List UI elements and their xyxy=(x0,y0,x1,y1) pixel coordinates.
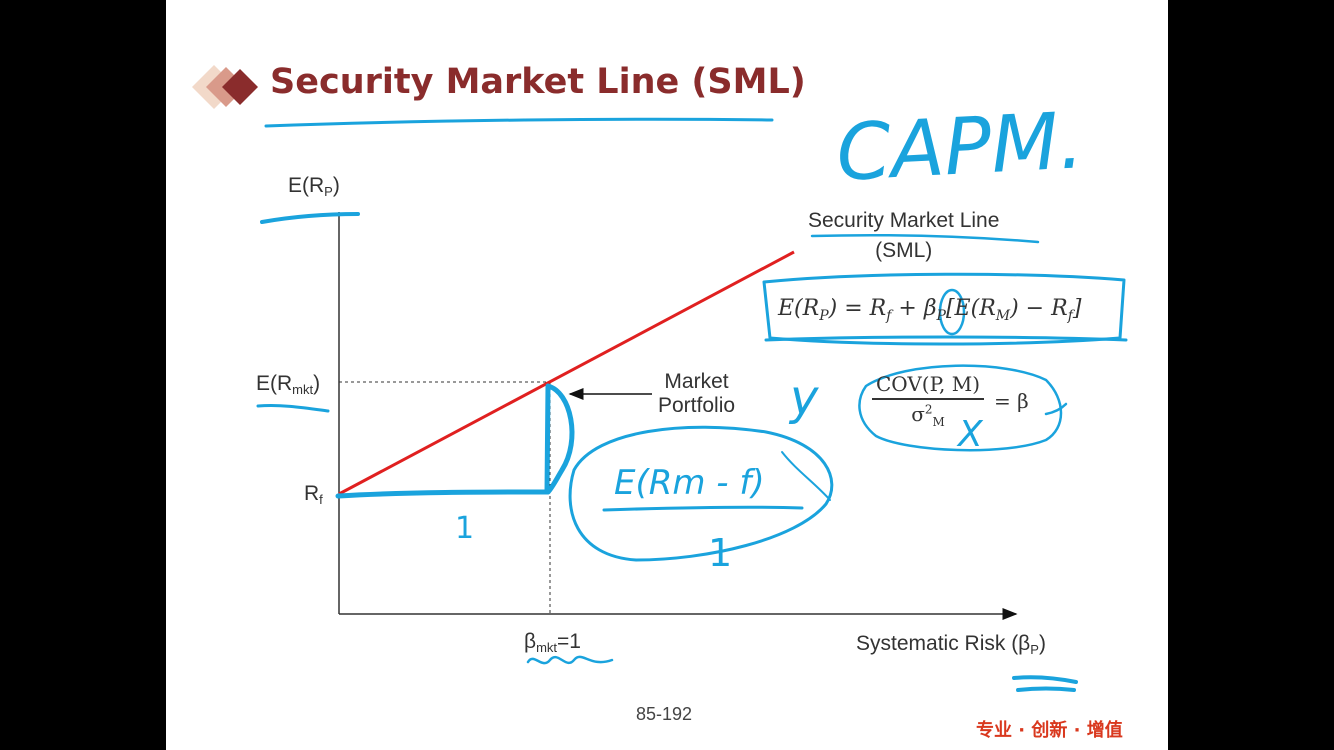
title-diamond-icon xyxy=(192,65,258,109)
emkt-underline xyxy=(256,403,330,413)
beta-mkt-label: βmkt=1 xyxy=(524,630,581,655)
x-mark-handwriting: X xyxy=(956,414,984,455)
run-label-handwriting: 1 xyxy=(455,511,474,546)
run-stroke xyxy=(335,489,551,499)
slide: Security Market Line (SML) xyxy=(166,0,1168,750)
sml-formula-box xyxy=(762,272,1126,346)
title-underline xyxy=(264,117,774,128)
market-portfolio-label: Market Portfolio xyxy=(658,370,736,417)
slope-denominator-handwriting: 1 xyxy=(708,531,732,575)
sml-line xyxy=(338,250,795,496)
slope-fraction-circle xyxy=(568,425,834,562)
x-axis-label: Systematic Risk (βP) xyxy=(856,632,1046,657)
rf-label: Rf xyxy=(304,482,323,507)
slope-fraction-bar xyxy=(602,505,804,512)
slope-numerator-handwriting: E(Rm - f) xyxy=(614,463,765,503)
beta-formula-numerator: COV(P, M) xyxy=(872,372,984,400)
page-number: 85-192 xyxy=(636,704,693,724)
sml-formula: E(RP) = Rf + βP[E(RM) − Rf] xyxy=(778,296,1082,324)
slide-title: Security Market Line (SML) xyxy=(270,62,806,102)
beta-formula-rhs: = β xyxy=(994,388,1029,413)
sml-label-underline xyxy=(810,234,1040,244)
y-axis-label: E(RP) xyxy=(288,174,340,199)
beta-squiggle xyxy=(526,655,614,665)
beta-formula: COV(P, M) σ2M = β xyxy=(872,372,1029,429)
y-label-underline xyxy=(260,212,360,224)
footer-brand: 专业 · 创新 · 增值 xyxy=(976,720,1123,741)
beta-formula-circle xyxy=(858,364,1063,452)
sml-diagram: CAPM. E(Rm - f) 1 1 y X xyxy=(256,96,1128,692)
sml-line-label: Security Market Line (SML) xyxy=(808,209,1000,262)
emkt-label: E(Rmkt) xyxy=(256,372,321,397)
y-mark-handwriting: y xyxy=(788,370,819,426)
formula-underline xyxy=(764,335,1128,342)
rise-stroke xyxy=(544,383,575,495)
rbeta-underline xyxy=(1012,675,1078,692)
beta-circle xyxy=(938,288,966,336)
slope-fraction-tail xyxy=(781,451,831,501)
capm-handwriting: CAPM. xyxy=(834,96,1085,199)
beta-formula-denominator: σ2M xyxy=(911,402,945,429)
beta-formula-tail xyxy=(1044,402,1068,416)
